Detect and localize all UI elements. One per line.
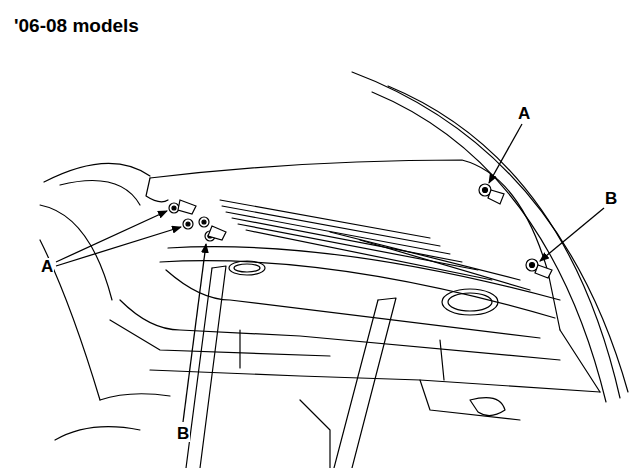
callout-letter: A [517,105,531,122]
callout-letter: B [176,425,190,442]
callout-letter: A [40,258,54,275]
heading: '06-08 models [14,16,139,35]
callout-letter: B [604,190,618,207]
